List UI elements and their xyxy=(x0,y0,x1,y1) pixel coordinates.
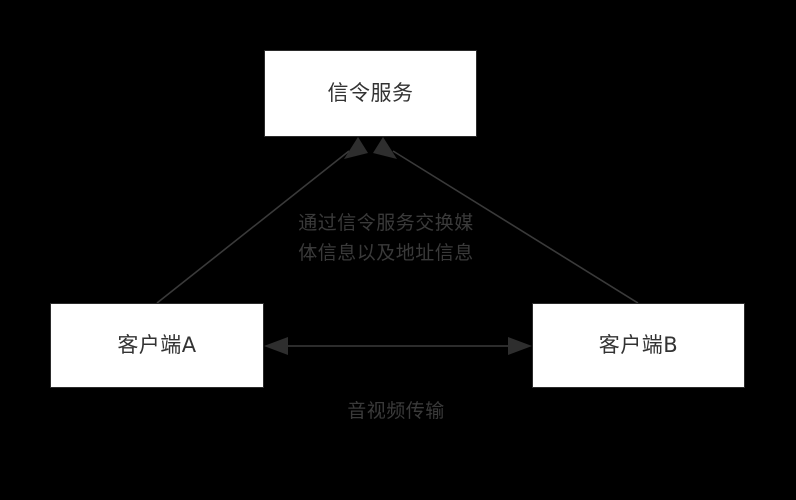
edge-client-b-to-signaling xyxy=(373,137,639,304)
node-client-a[interactable]: 客户端A xyxy=(50,303,264,388)
arrowhead-right-icon xyxy=(508,337,532,355)
edge-label-signaling-exchange: 通过信令服务交换媒 体信息以及地址信息 xyxy=(298,212,474,264)
edge-line-client-b-to-signaling xyxy=(392,150,639,304)
node-client-a-label: 客户端A xyxy=(117,332,197,357)
edge-line-client-a-to-signaling xyxy=(156,150,350,304)
node-client-b-label: 客户端B xyxy=(598,332,679,357)
edge-client-a-to-client-b xyxy=(264,337,532,355)
node-client-b[interactable]: 客户端B xyxy=(532,303,745,388)
arrowhead-up-right-icon xyxy=(373,137,397,159)
arrowhead-left-icon xyxy=(264,337,288,355)
node-signaling-service[interactable]: 信令服务 xyxy=(264,50,477,137)
arrowhead-up-left-icon xyxy=(344,137,368,159)
edge-label-media-transport: 音视频传输 xyxy=(347,400,445,422)
node-signaling-service-label: 信令服务 xyxy=(327,80,414,105)
edge-client-a-to-signaling xyxy=(156,137,368,304)
